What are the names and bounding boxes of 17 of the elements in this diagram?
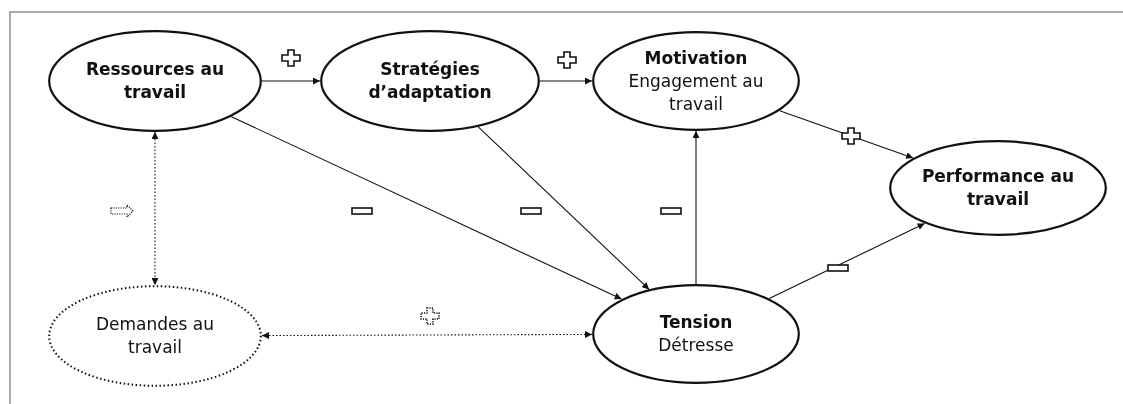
arrow [477, 126, 650, 290]
node-title: Tension [659, 311, 733, 334]
dotted-arrow [151, 131, 159, 286]
node-title: Stratégies d’adaptation [367, 58, 493, 104]
arrow [692, 130, 700, 285]
arrow [768, 222, 926, 300]
node-title: Performance au travail [920, 165, 1076, 211]
node-text: Demandes au travail [95, 313, 215, 359]
arrow [539, 77, 593, 85]
node-title: Ressources au travail [84, 58, 226, 104]
node-title: Motivation [644, 46, 748, 70]
arrow [261, 77, 321, 85]
node-text: Engagement au travail [627, 69, 765, 116]
arrow [779, 110, 914, 159]
node-text: Détresse [658, 334, 734, 357]
dotted-arrow [261, 330, 593, 340]
arrow [230, 116, 623, 300]
